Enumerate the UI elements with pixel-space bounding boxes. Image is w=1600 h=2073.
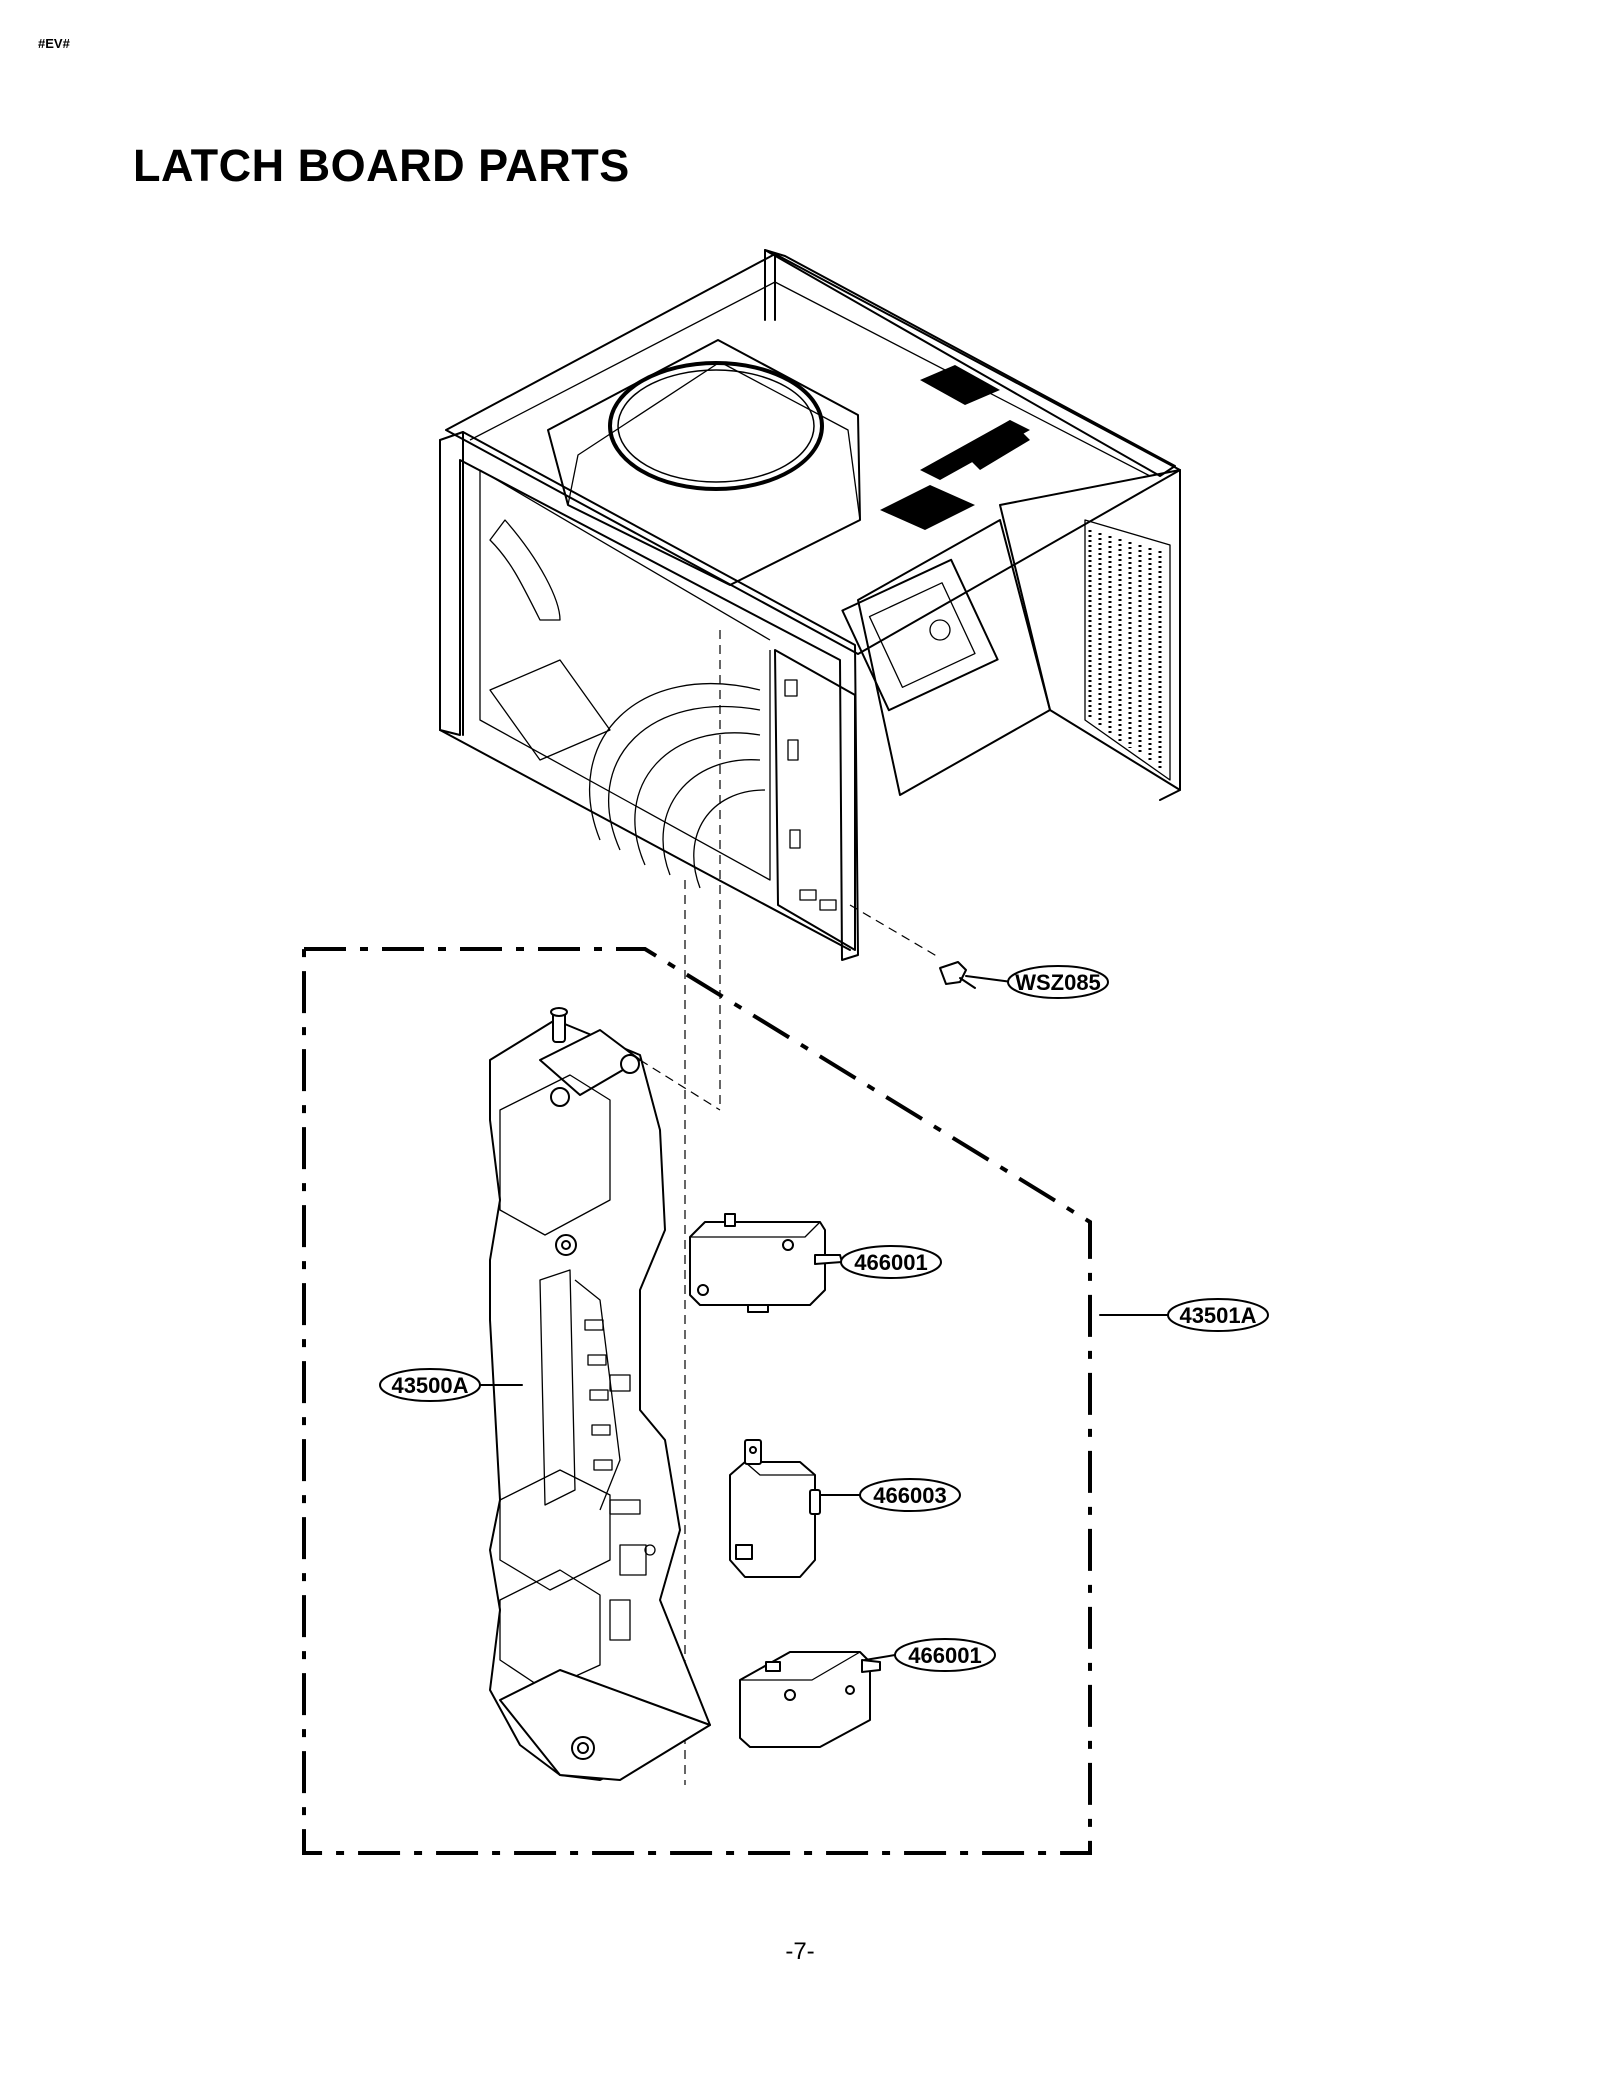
callout-latch-board: 43500A — [379, 1368, 481, 1402]
micro-switch-lower-part — [739, 1651, 881, 1748]
page-number: -7- — [785, 1938, 815, 1965]
leader-lines — [479, 1314, 1169, 1661]
assembly-boundary — [302, 947, 1092, 1855]
callout-switch-upper: 466001 — [840, 1245, 942, 1279]
svg-text:466003: 466003 — [873, 1483, 946, 1508]
callout-screw: WSZ085 — [1007, 965, 1109, 999]
micro-switch-middle-part — [729, 1439, 821, 1578]
latch-board-part — [489, 1007, 711, 1781]
screw-part — [939, 961, 1013, 989]
micro-switch-upper-part — [689, 1213, 843, 1313]
side-vent-mesh — [1084, 519, 1171, 781]
oven-cavity-illustration — [439, 249, 1181, 1785]
svg-text:466001: 466001 — [854, 1250, 927, 1275]
callout-switch-middle: 466003 — [859, 1478, 961, 1512]
top-vent-grille — [880, 365, 1030, 530]
page-title: LATCH BOARD PARTS — [133, 140, 630, 191]
callout-assembly: 43501A — [1167, 1298, 1269, 1332]
svg-text:WSZ085: WSZ085 — [1015, 970, 1101, 995]
svg-text:43501A: 43501A — [1179, 1303, 1256, 1328]
svg-text:466001: 466001 — [908, 1643, 981, 1668]
document-code: #EV# — [38, 36, 70, 51]
svg-text:43500A: 43500A — [391, 1373, 468, 1398]
callout-switch-lower: 466001 — [894, 1638, 996, 1672]
